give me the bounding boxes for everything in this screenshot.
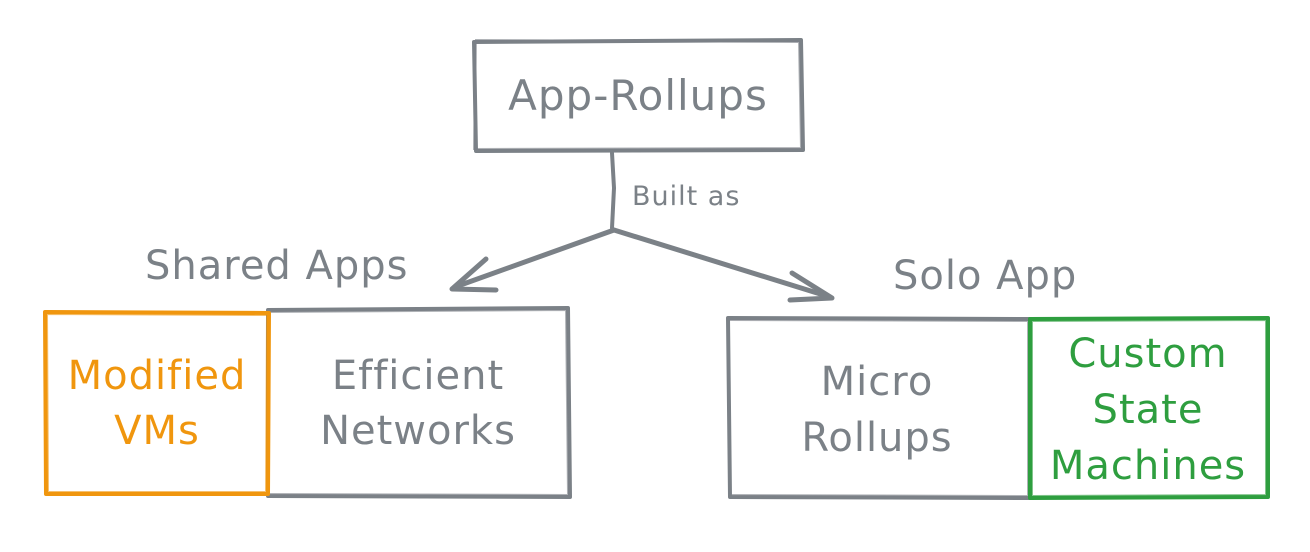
arrowhead-left <box>449 256 499 293</box>
group-title-shared-apps: Shared Apps <box>145 243 409 289</box>
connector-branch-left <box>452 227 617 290</box>
box-efficient-networks: Efficient Networks <box>266 306 572 499</box>
connector-branch-right <box>611 227 833 300</box>
box-micro-rollups-line-1: Micro <box>821 359 934 405</box>
node-app-rollups-border-sketch <box>472 38 803 151</box>
box-modified-vms-border-sketch <box>45 312 269 493</box>
node-app-rollups: App-Rollups <box>472 38 805 153</box>
edge-label-built-as: Built as <box>632 181 740 212</box>
group-solo-app: Solo App Micro Rollups Custom State Mach… <box>726 253 1270 500</box>
box-micro-rollups: Micro Rollups <box>726 316 1032 500</box>
box-custom-state-machines-border <box>1028 316 1270 500</box>
group-title-solo-app: Solo App <box>893 253 1077 299</box>
box-efficient-networks-border <box>266 306 572 499</box>
box-custom-state-machines-line-3: Machines <box>1050 443 1246 489</box>
connector: Built as <box>449 151 835 303</box>
arrowhead-right <box>787 270 835 303</box>
group-shared-apps: Shared Apps Efficient Networks Modified … <box>43 243 572 499</box>
box-micro-rollups-border <box>726 316 1032 500</box>
box-micro-rollups-border-sketch <box>729 319 1029 498</box>
box-modified-vms-line-1: Modified <box>68 353 247 399</box>
node-app-rollups-label: App-Rollups <box>508 71 768 120</box>
box-efficient-networks-line-1: Efficient <box>332 353 504 399</box>
box-custom-state-machines-line-2: State <box>1093 387 1204 433</box>
box-efficient-networks-line-2: Networks <box>320 408 516 454</box>
box-modified-vms-border <box>43 310 271 496</box>
box-custom-state-machines-line-1: Custom <box>1068 331 1227 377</box>
box-custom-state-machines-border-sketch <box>1031 318 1267 498</box>
box-micro-rollups-line-2: Rollups <box>801 415 952 461</box>
connector-stem <box>610 151 617 230</box>
box-efficient-networks-border-sketch <box>269 308 570 497</box>
box-modified-vms-line-2: VMs <box>114 408 200 454</box>
box-modified-vms: Modified VMs <box>43 310 271 496</box>
box-custom-state-machines: Custom State Machines <box>1028 316 1270 500</box>
